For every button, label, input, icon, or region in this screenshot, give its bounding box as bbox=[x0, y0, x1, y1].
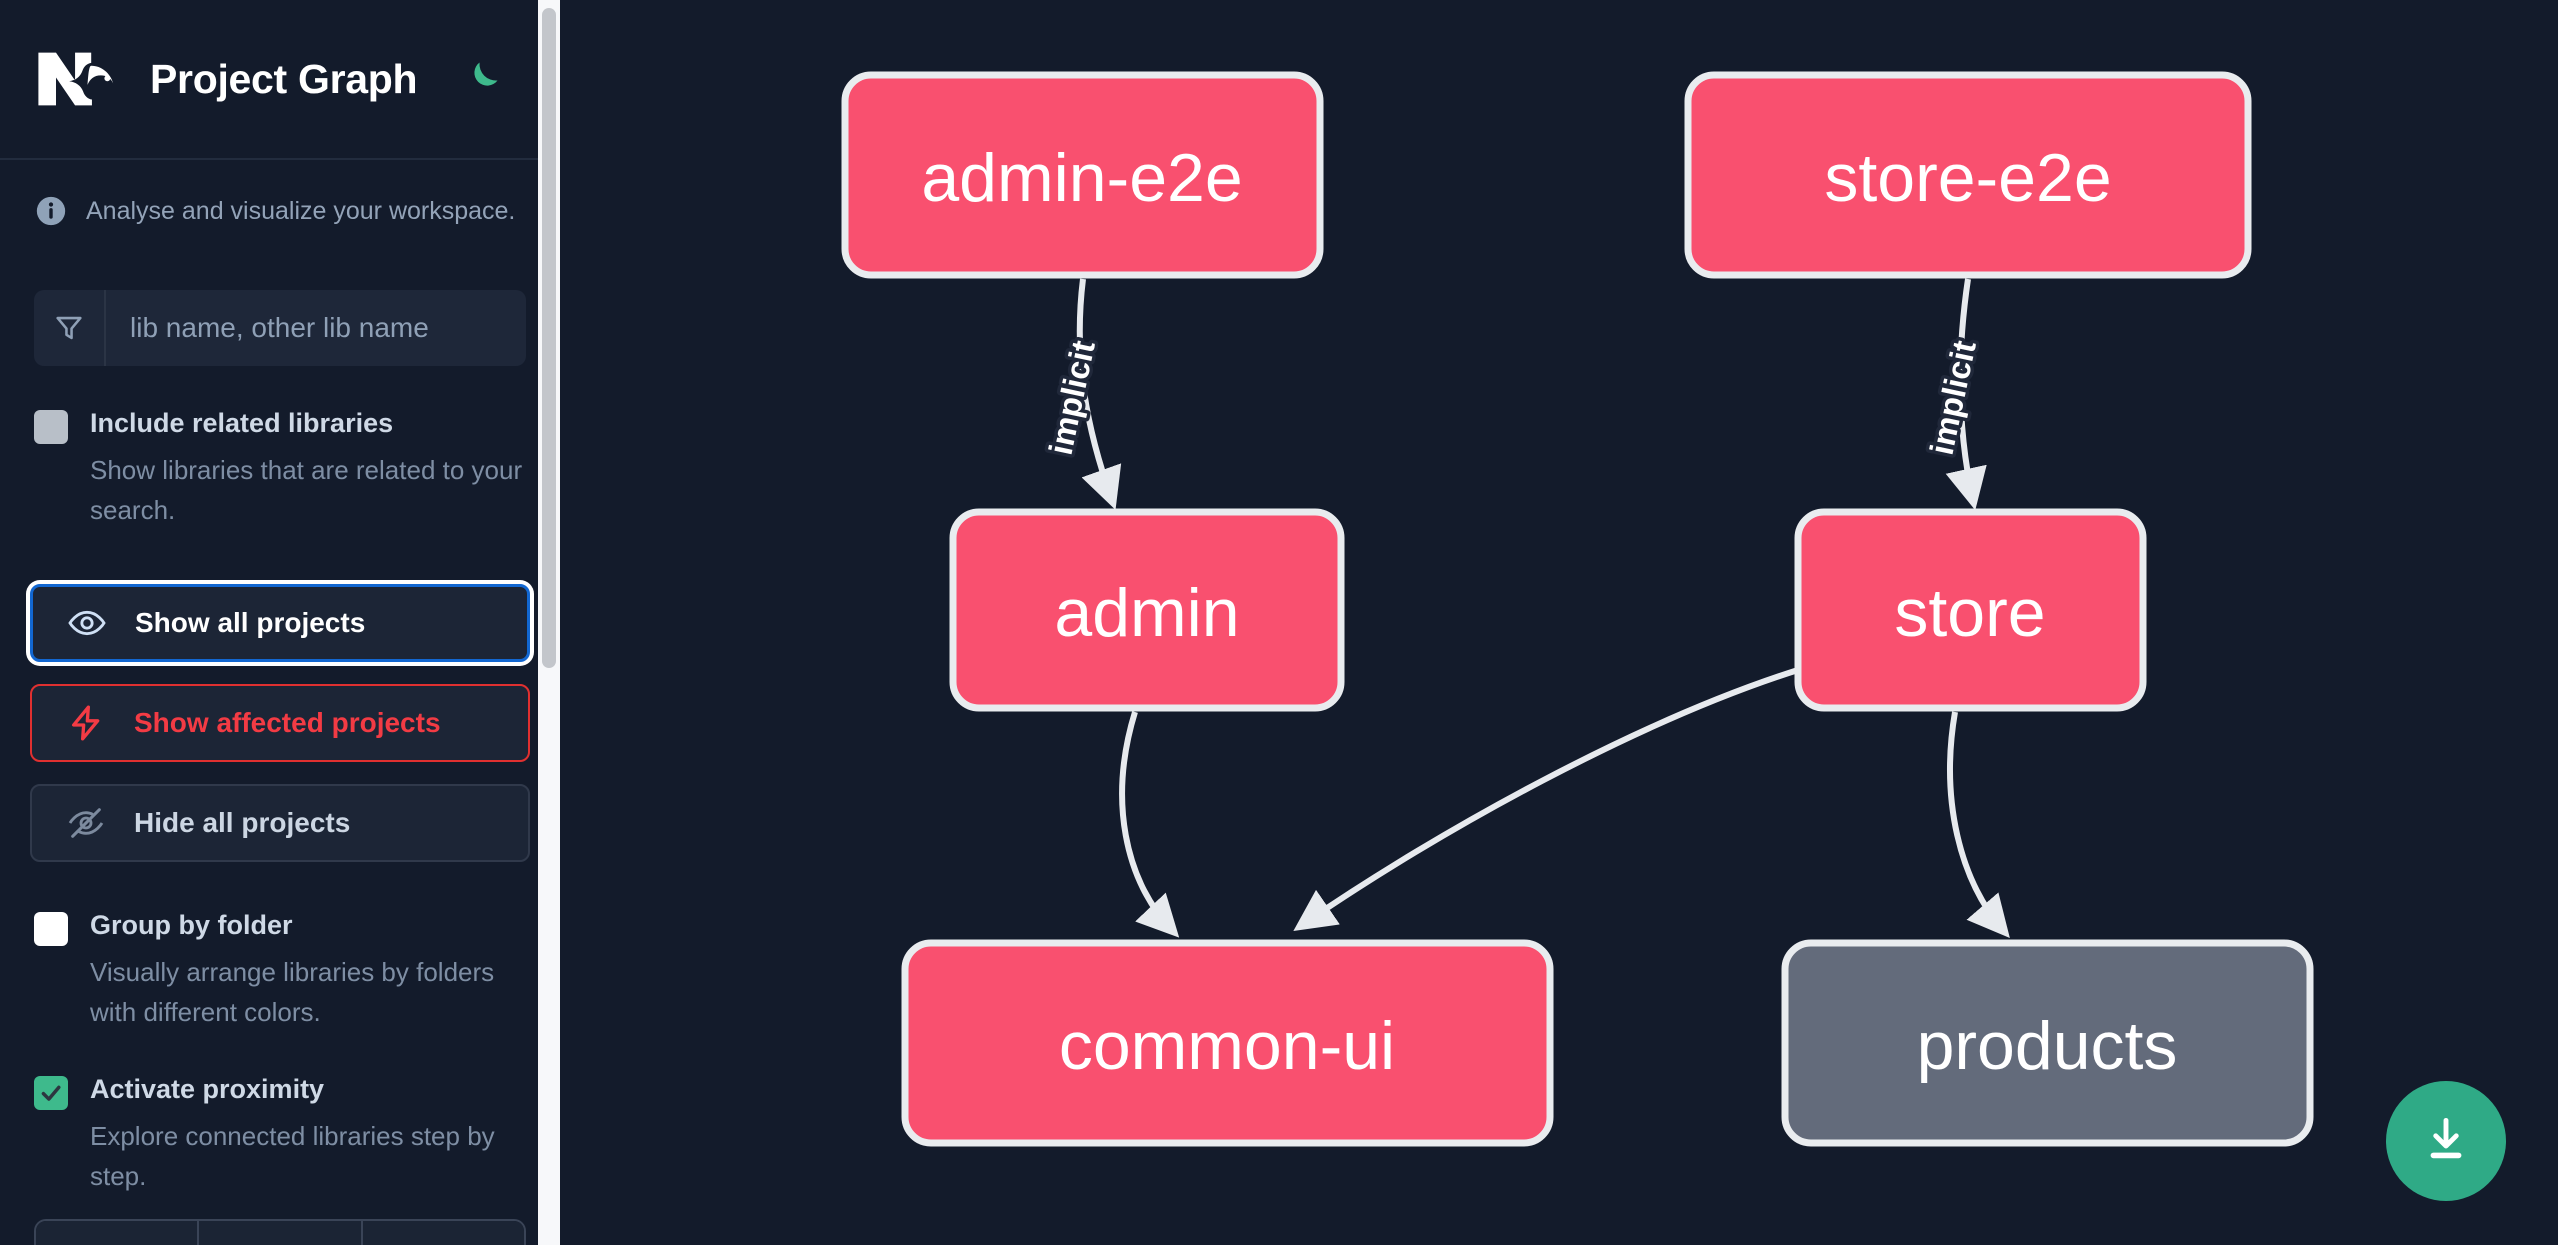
graph-node-store[interactable]: store bbox=[1794, 508, 2147, 712]
activate-proximity-label: Activate proximity bbox=[90, 1074, 325, 1104]
sidebar-subtitle: Analyse and visualize your workspace. bbox=[0, 160, 560, 228]
moon-icon[interactable] bbox=[459, 57, 503, 101]
graph-node-admin-e2e[interactable]: admin-e2e bbox=[841, 71, 1324, 279]
sidebar-header: Project Graph bbox=[0, 0, 560, 160]
sidebar-scrollbar-thumb[interactable] bbox=[542, 8, 556, 668]
edge-store-to-common-ui[interactable] bbox=[1293, 667, 1799, 931]
graph-node-store-e2e[interactable]: store-e2e bbox=[1684, 71, 2252, 279]
search-input[interactable] bbox=[106, 290, 526, 366]
graph-node-store-label: store bbox=[1894, 575, 2045, 651]
graph-edges bbox=[1076, 278, 2010, 938]
group-by-folder-label: Group by folder bbox=[90, 910, 293, 940]
graph-node-common-ui[interactable]: common-ui bbox=[901, 939, 1554, 1147]
page-title: Project Graph bbox=[150, 55, 418, 102]
eye-icon bbox=[67, 603, 107, 643]
proximity-step-segment-2[interactable] bbox=[199, 1221, 363, 1245]
download-graph-button[interactable] bbox=[2386, 1081, 2506, 1201]
edge-admin-to-common-ui[interactable] bbox=[1119, 711, 1180, 938]
search-bar[interactable] bbox=[34, 290, 526, 366]
proximity-step-segment-3[interactable] bbox=[362, 1221, 524, 1245]
activate-proximity-checkbox[interactable] bbox=[34, 1076, 68, 1110]
graph-nodes: admin-e2e store-e2e admin store common-u bbox=[841, 71, 2314, 1147]
info-icon bbox=[34, 194, 68, 228]
show-all-projects-button[interactable]: Show all projects bbox=[30, 584, 530, 662]
hide-all-projects-button[interactable]: Hide all projects bbox=[30, 784, 530, 862]
sidebar: Project Graph Analyse and visualize your… bbox=[0, 0, 560, 1245]
activate-proximity-option: Activate proximity Explore connected lib… bbox=[34, 1072, 526, 1196]
edge-store-to-products[interactable] bbox=[1947, 711, 2010, 938]
sidebar-scrollbar[interactable] bbox=[538, 0, 560, 1245]
eye-off-icon bbox=[66, 803, 106, 843]
graph-node-store-e2e-label: store-e2e bbox=[1824, 140, 2111, 216]
group-by-folder-option: Group by folder Visually arrange librari… bbox=[34, 908, 526, 1032]
graph-edge-labels: implicit implicit bbox=[1038, 334, 1986, 462]
activate-proximity-description: Explore connected libraries step by step… bbox=[90, 1121, 495, 1191]
show-affected-projects-label: Show affected projects bbox=[134, 707, 441, 738]
edge-label-implicit-store: implicit bbox=[1923, 337, 1983, 458]
include-related-libraries-label: Include related libraries bbox=[90, 408, 394, 438]
check-icon bbox=[41, 1085, 61, 1101]
sidebar-subtitle-text: Analyse and visualize your workspace. bbox=[86, 196, 516, 225]
show-all-projects-label: Show all projects bbox=[135, 607, 366, 638]
include-related-option: Include related libraries Show libraries… bbox=[34, 406, 526, 530]
hide-all-projects-label: Hide all projects bbox=[134, 807, 351, 838]
graph-node-common-ui-label: common-ui bbox=[1059, 1008, 1395, 1084]
include-related-libraries-description: Show libraries that are related to your … bbox=[90, 455, 523, 525]
graph-node-admin[interactable]: admin bbox=[949, 508, 1345, 712]
project-visibility-buttons: Show all projects Show affected projects bbox=[30, 584, 530, 862]
group-by-folder-checkbox[interactable] bbox=[34, 912, 68, 946]
graph-canvas[interactable]: implicit implicit admin-e2e store-e2e ad… bbox=[560, 0, 2558, 1245]
filter-funnel-icon bbox=[34, 290, 106, 366]
lightning-bolt-icon bbox=[66, 703, 106, 743]
group-by-folder-description: Visually arrange libraries by folders wi… bbox=[90, 957, 495, 1027]
edge-admin-e2e-to-admin[interactable] bbox=[1076, 278, 1122, 510]
graph-node-admin-e2e-label: admin-e2e bbox=[921, 140, 1242, 216]
proximity-step-buttons[interactable] bbox=[34, 1219, 526, 1245]
download-icon bbox=[2418, 1112, 2474, 1171]
edge-store-e2e-to-store[interactable] bbox=[1945, 278, 1987, 511]
include-related-libraries-checkbox[interactable] bbox=[34, 410, 68, 444]
graph-node-products[interactable]: products bbox=[1781, 939, 2314, 1147]
graph-node-products-label: products bbox=[1917, 1008, 2178, 1084]
graph-node-admin-label: admin bbox=[1054, 575, 1239, 651]
nx-logo-icon bbox=[34, 48, 122, 110]
proximity-step-segment-1[interactable] bbox=[36, 1221, 200, 1245]
show-affected-projects-button[interactable]: Show affected projects bbox=[30, 684, 530, 762]
project-graph-svg[interactable]: implicit implicit admin-e2e store-e2e ad… bbox=[560, 0, 2558, 1245]
